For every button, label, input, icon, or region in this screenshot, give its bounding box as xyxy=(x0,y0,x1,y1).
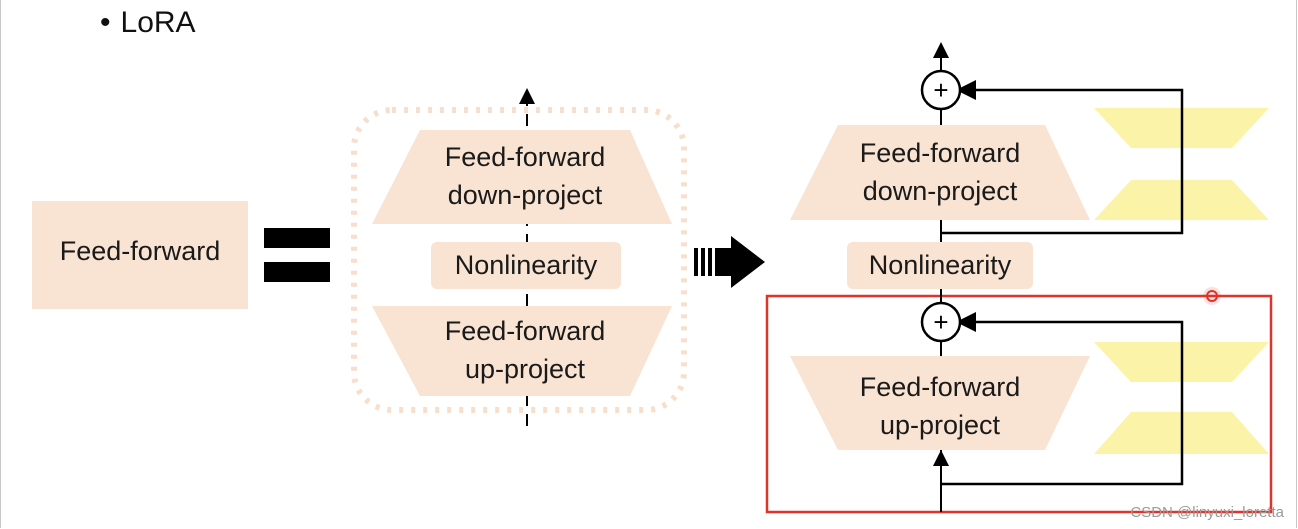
middle-dotted-box xyxy=(351,107,687,413)
svg-text:+: + xyxy=(933,307,948,337)
equals-bottom-bar xyxy=(264,262,330,282)
right-down-line1: Feed-forward xyxy=(859,138,1021,168)
plus-circle-bottom: + xyxy=(920,301,962,343)
watermark: CSDN @linyuxi_loretta xyxy=(1130,504,1284,521)
title-bullet: • xyxy=(100,6,111,39)
svg-text:+: + xyxy=(933,75,948,105)
middle-down-line2: down-project xyxy=(447,180,603,210)
middle-up-line1: Feed-forward xyxy=(444,316,606,346)
middle-up-project-label: Feed-forward up-project xyxy=(400,312,650,388)
right-down-project-label: Feed-forward down-project xyxy=(815,134,1065,210)
right-nonlinearity-label: Nonlinearity xyxy=(868,250,1012,280)
highlight-cursor-dot xyxy=(1206,290,1218,302)
lora-top-path xyxy=(941,80,1184,235)
plus-circle-top: + xyxy=(920,69,962,111)
right-up-project-label: Feed-forward up-project xyxy=(815,368,1065,444)
slide-title: • LoRA xyxy=(100,6,196,40)
right-down-project-shape xyxy=(790,125,1090,220)
right-down-line2: down-project xyxy=(862,176,1018,206)
middle-down-project-shape xyxy=(372,130,672,224)
middle-nonlinearity-block: Nonlinearity xyxy=(431,242,621,289)
middle-up-line2: up-project xyxy=(464,354,586,384)
feedforward-label: Feed-forward xyxy=(59,236,221,266)
right-nonlinearity-block: Nonlinearity xyxy=(847,242,1033,289)
middle-down-project-label: Feed-forward down-project xyxy=(400,138,650,214)
highlight-box xyxy=(765,294,1273,514)
right-up-line1: Feed-forward xyxy=(859,372,1021,402)
right-up-project-shape xyxy=(790,356,1090,450)
middle-up-project-shape xyxy=(372,306,672,396)
middle-down-line1: Feed-forward xyxy=(444,142,606,172)
right-up-line2: up-project xyxy=(879,410,1001,440)
transform-arrow xyxy=(694,236,765,288)
feedforward-block: Feed-forward xyxy=(32,201,248,309)
title-text: LoRA xyxy=(120,6,196,39)
lora-bottom-path xyxy=(941,312,1184,486)
equals-top-bar xyxy=(264,228,330,248)
middle-nonlinearity-label: Nonlinearity xyxy=(454,250,598,280)
